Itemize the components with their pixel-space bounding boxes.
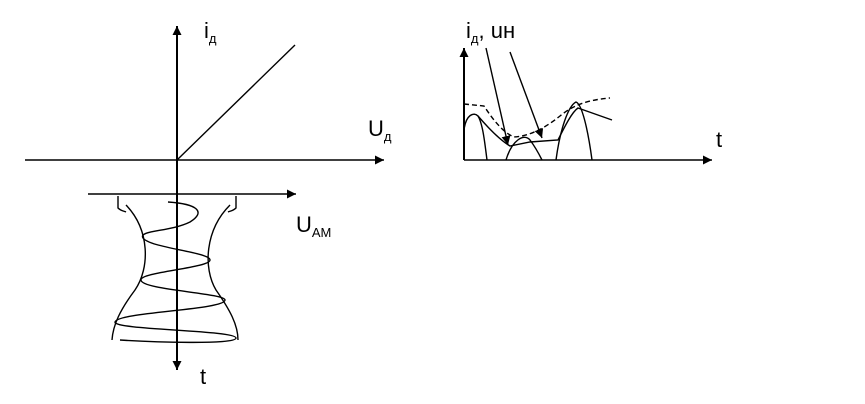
right-graph xyxy=(459,47,712,165)
pointer-arrow-1 xyxy=(485,47,511,146)
pointer-arrow-2 xyxy=(509,51,544,139)
left-uam-label: UАМ xyxy=(296,212,332,240)
envelope-bracket-left xyxy=(117,196,127,213)
current-pulse-2 xyxy=(505,136,543,161)
diode-characteristic-line xyxy=(176,44,296,161)
right-id-un-label: iд, uн xyxy=(466,18,516,46)
left-graph xyxy=(25,26,384,370)
am-envelope-left xyxy=(111,204,146,341)
am-carrier-wave xyxy=(114,201,237,344)
left-id-label: iд xyxy=(204,18,217,46)
current-pulse-1 xyxy=(463,113,488,161)
right-t-label: t xyxy=(716,127,723,152)
left-ud-label: Uд xyxy=(368,116,392,144)
left-t-label: t xyxy=(200,364,207,389)
envelope-dashed-line xyxy=(463,97,611,138)
am-envelope-right xyxy=(207,204,239,341)
envelope-bracket-right xyxy=(227,196,237,213)
load-voltage-line xyxy=(477,107,613,147)
